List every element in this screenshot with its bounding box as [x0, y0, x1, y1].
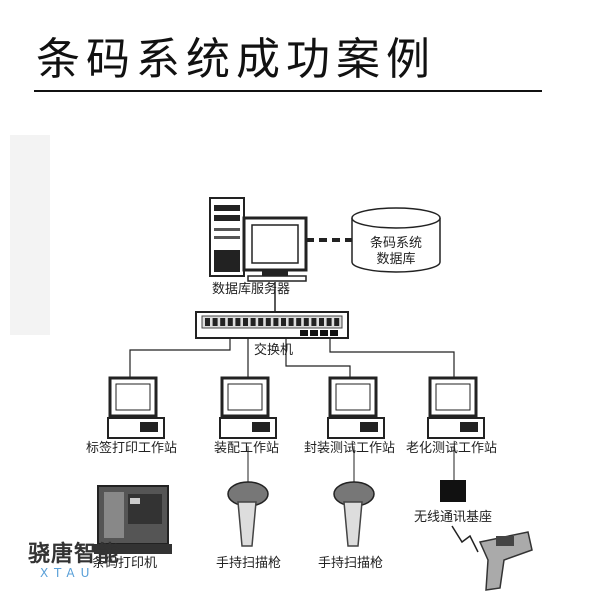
title-underline: [34, 90, 542, 92]
scanner-label: 手持扫描枪: [216, 556, 282, 571]
base-station-label: 无线通讯基座: [414, 510, 493, 525]
handheld-scanner-icon: [227, 481, 269, 547]
barcode-printer-icon: [94, 485, 172, 554]
printer-label: 条码打印机: [92, 556, 158, 571]
server-tower-icon: [209, 197, 245, 277]
switch-station-links: [129, 338, 455, 378]
workstation-computer-icon: [107, 376, 165, 439]
wireless-signal-icon: [451, 525, 479, 553]
switch-label: 交换机: [254, 343, 294, 358]
server-monitor-icon: [242, 216, 308, 282]
scanner-label: 手持扫描枪: [318, 556, 384, 571]
station-label-aging: 老化测试工作站: [406, 441, 498, 456]
workstation-computer-icon: [427, 376, 485, 439]
watermark-logo-sub: XTAU: [40, 566, 96, 580]
switch-ports: [205, 318, 340, 336]
page-title: 条码系统成功案例: [36, 34, 436, 85]
wireless-base-icon: [440, 446, 466, 502]
database-label: 条码系统 数据库: [369, 236, 422, 267]
handheld-scanner-icon: [333, 481, 375, 547]
database-icon: [351, 207, 441, 273]
wireless-scanner-icon: [478, 531, 533, 591]
workstation-computer-icon: [219, 376, 277, 439]
watermark-logo: 骁唐智能: [28, 542, 121, 567]
station-label-printing: 标签打印工作站: [86, 441, 178, 456]
station-label-assembly: 装配工作站: [214, 441, 280, 456]
station-label-packaging: 封装测试工作站: [304, 441, 396, 456]
background-smudge: [10, 135, 50, 335]
server-label: 数据库服务器: [212, 282, 291, 297]
workstation-computer-icon: [327, 376, 385, 439]
